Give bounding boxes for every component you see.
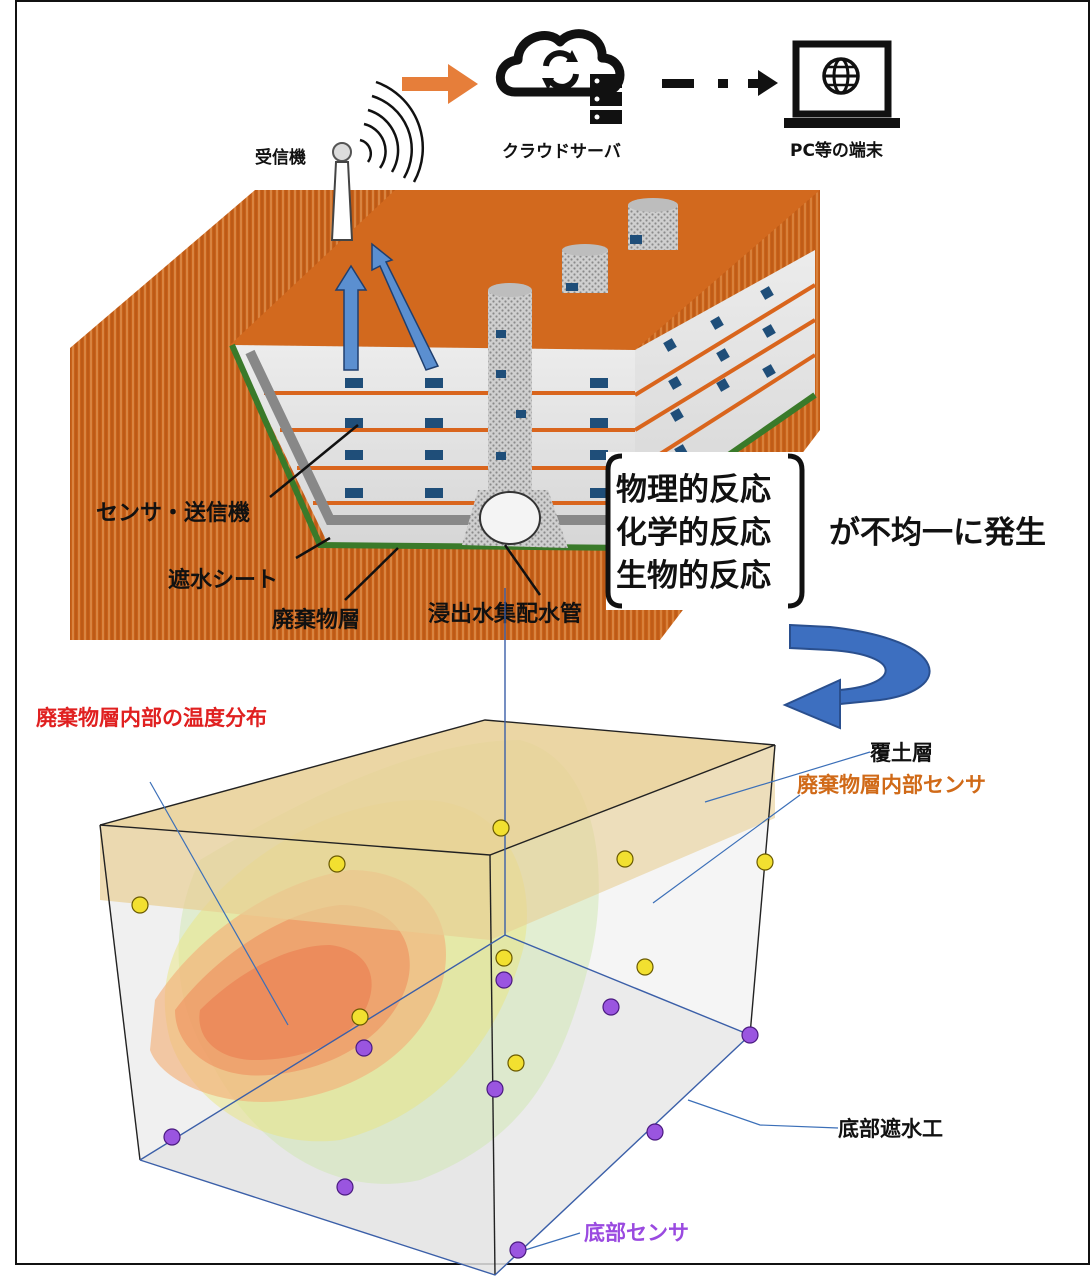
reaction-physical: 物理的反応: [616, 472, 771, 508]
signal-arrows: [334, 242, 440, 371]
sensor-transmitter-label: センサ・送信機: [96, 500, 250, 526]
upload-arrow: [402, 64, 478, 104]
pc-terminal-label: PC等の端末: [790, 140, 884, 161]
bottom-sensor-label: 底部センサ: [584, 1221, 689, 1245]
waste-layer-label: 廃棄物層: [272, 607, 360, 633]
top-border: [70, 0, 915, 2]
side-layers: [633, 283, 817, 472]
dashed-arrow: [662, 70, 778, 96]
cloud-server-icon: [495, 29, 625, 124]
reaction-box: [605, 452, 806, 610]
waste-sensor-label: 廃棄物層内部センサ: [797, 773, 986, 797]
leachate-pipe: [462, 490, 568, 548]
vent-pipes: [488, 198, 678, 495]
reaction-biological: 生物的反応: [616, 558, 771, 594]
bottom-liner-label: 底部遮水工: [838, 1117, 943, 1141]
front-sensors: [345, 378, 608, 498]
model-box: [99, 588, 776, 1276]
receiver-label: 受信機: [255, 147, 306, 168]
temperature-distribution-label: 廃棄物層内部の温度分布: [36, 706, 267, 730]
cloud-server-label: クラウドサーバ: [502, 142, 621, 162]
reaction-chemical: 化学的反応: [616, 515, 771, 551]
cover-soil-label: 覆土層: [870, 741, 933, 765]
side-sensors: [663, 286, 776, 458]
waste-sensors: [131, 819, 774, 1072]
laptop-globe-icon: [784, 40, 900, 128]
waste-layers: [264, 391, 635, 505]
antenna-icon: [330, 80, 425, 241]
reaction-suffix: が不均一に発生: [829, 515, 1046, 551]
bottom-sensors: [163, 971, 759, 1259]
waterproof-sheet-label: 遮水シート: [168, 567, 278, 593]
curved-arrow-icon: [782, 623, 931, 730]
